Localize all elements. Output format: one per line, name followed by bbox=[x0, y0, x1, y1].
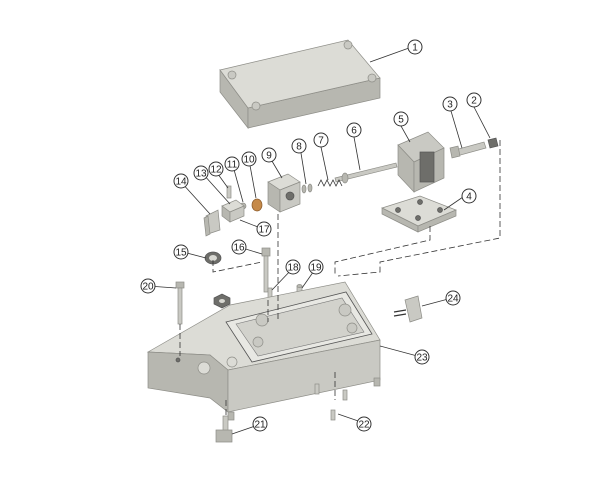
svg-text:2: 2 bbox=[471, 96, 477, 107]
svg-text:24: 24 bbox=[447, 294, 459, 305]
ring-part-8 bbox=[301, 183, 313, 194]
callout-13: 13 bbox=[193, 165, 209, 181]
callout-3: 3 bbox=[442, 96, 458, 112]
svg-text:1: 1 bbox=[412, 43, 418, 54]
solenoid-coil-part bbox=[397, 131, 445, 193]
callout-8: 8 bbox=[291, 138, 307, 154]
nut-part-2 bbox=[487, 137, 499, 149]
callout-20: 20 bbox=[140, 278, 156, 294]
callout-1: 1 bbox=[407, 39, 423, 55]
callout-9: 9 bbox=[261, 147, 277, 163]
callout-18: 18 bbox=[285, 259, 301, 275]
callout-2: 2 bbox=[466, 92, 482, 108]
cover-plate-part bbox=[219, 39, 381, 130]
small-pin-part-12 bbox=[226, 185, 232, 199]
svg-text:5: 5 bbox=[398, 115, 404, 126]
callout-16: 16 bbox=[231, 239, 247, 255]
svg-text:4: 4 bbox=[466, 192, 472, 203]
svg-text:8: 8 bbox=[296, 142, 302, 153]
callout-4: 4 bbox=[461, 188, 477, 204]
svg-text:17: 17 bbox=[258, 225, 270, 236]
copper-bushing-part bbox=[251, 198, 263, 212]
svg-text:13: 13 bbox=[195, 169, 207, 180]
small-screws-part-22 bbox=[314, 383, 348, 421]
callout-12: 12 bbox=[208, 161, 224, 177]
callout-14: 14 bbox=[173, 173, 189, 189]
spring-part bbox=[317, 179, 343, 187]
assembly-dashed-lines bbox=[179, 140, 501, 418]
svg-text:7: 7 bbox=[318, 136, 324, 147]
svg-text:18: 18 bbox=[287, 263, 299, 274]
svg-text:3: 3 bbox=[447, 100, 453, 111]
svg-text:21: 21 bbox=[254, 420, 266, 431]
bolt-part-20 bbox=[175, 281, 185, 325]
callout-24: 24 bbox=[445, 290, 461, 306]
valve-body-part bbox=[267, 173, 301, 213]
svg-text:14: 14 bbox=[175, 177, 187, 188]
svg-text:11: 11 bbox=[227, 160, 238, 171]
svg-text:23: 23 bbox=[416, 353, 428, 364]
callout-6: 6 bbox=[346, 122, 362, 138]
callout-11: 11 bbox=[224, 156, 240, 172]
callout-21: 21 bbox=[252, 416, 268, 432]
bolt-part-3 bbox=[449, 141, 487, 159]
svg-text:10: 10 bbox=[243, 155, 255, 166]
svg-text:12: 12 bbox=[210, 165, 222, 176]
callout-22: 22 bbox=[356, 416, 372, 432]
cable-gland-part bbox=[393, 295, 423, 323]
callout-19: 19 bbox=[308, 259, 324, 275]
svg-text:20: 20 bbox=[142, 282, 154, 293]
callout-7: 7 bbox=[313, 132, 329, 148]
svg-text:6: 6 bbox=[351, 126, 357, 137]
mounting-plate-part bbox=[381, 195, 457, 233]
svg-text:22: 22 bbox=[358, 420, 370, 431]
callout-15: 15 bbox=[173, 244, 189, 260]
bolt-part-21 bbox=[215, 415, 233, 443]
callout-23: 23 bbox=[414, 349, 430, 365]
callout-10: 10 bbox=[241, 151, 257, 167]
leader-lines bbox=[147, 47, 491, 435]
callout-17: 17 bbox=[256, 221, 272, 237]
hex-nut bbox=[213, 293, 231, 309]
svg-text:15: 15 bbox=[175, 248, 187, 259]
bracket-part-14 bbox=[203, 209, 221, 237]
long-screw-part-16 bbox=[261, 247, 271, 293]
svg-text:9: 9 bbox=[266, 151, 272, 162]
base-housing-part bbox=[146, 281, 381, 421]
plunger-rod-part bbox=[334, 162, 398, 184]
svg-text:16: 16 bbox=[233, 243, 245, 254]
small-block-part-13 bbox=[221, 199, 245, 223]
svg-text:19: 19 bbox=[310, 263, 322, 274]
callout-5: 5 bbox=[393, 111, 409, 127]
